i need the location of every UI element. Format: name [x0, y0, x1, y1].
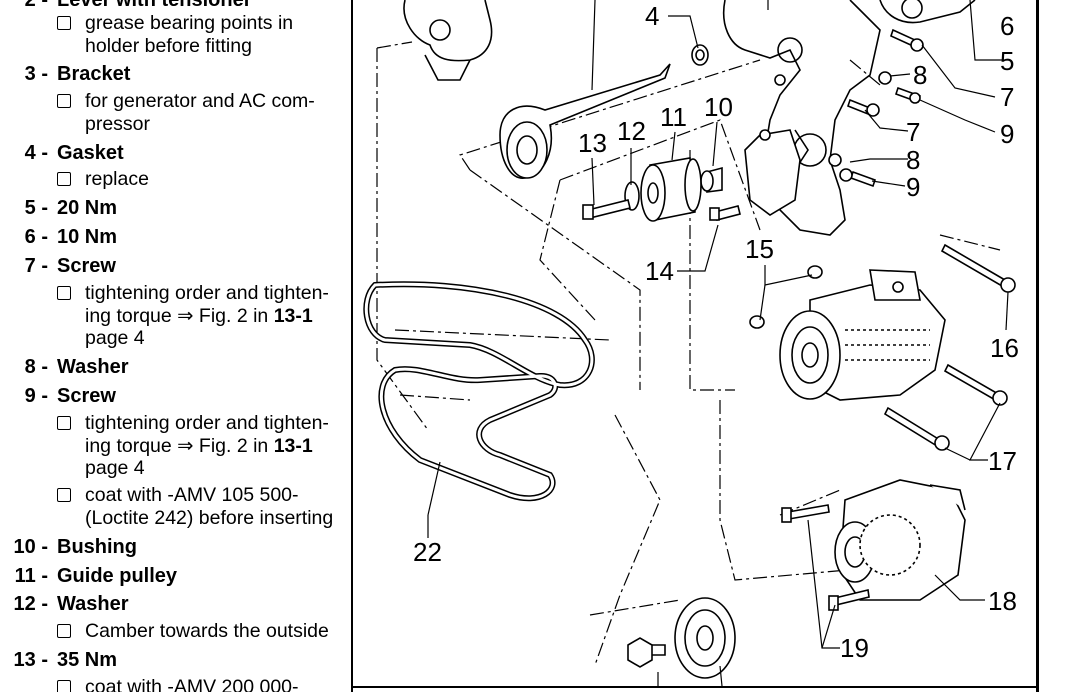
callout-22: 22: [413, 537, 442, 567]
item-title: 10 Nm: [57, 226, 118, 248]
legend-panel: 2 - Lever with tensioner grease bearing …: [0, 0, 350, 692]
checkbox-icon: [57, 172, 71, 186]
callout-17: 17: [988, 446, 1017, 476]
checkbox-icon: [57, 94, 71, 108]
callout-10: 10: [704, 92, 733, 122]
callout-9: 9: [1000, 119, 1014, 149]
checkbox-icon: [57, 416, 71, 430]
callout-7: 7: [906, 117, 920, 147]
callout-4: 4: [645, 1, 659, 31]
pump-housing-top: [403, 0, 976, 236]
ac-compressor: [779, 269, 946, 401]
item-number: 13 -: [13, 649, 48, 671]
callout-18: 18: [988, 586, 1017, 616]
item-title: Screw: [57, 385, 116, 407]
item-number: 7 -: [24, 255, 48, 277]
callout-15: 15: [745, 234, 774, 264]
callout-12: 12: [617, 116, 646, 146]
bracket: [744, 129, 801, 216]
callout-6: 6: [1000, 11, 1014, 41]
item-title: Lever with tensioner: [57, 0, 252, 11]
tensioner-arm: [499, 63, 671, 179]
item-number: 8 -: [24, 356, 48, 378]
item-number: 11 -: [14, 565, 48, 587]
callout-7: 7: [1000, 82, 1014, 112]
column-divider: [351, 0, 353, 692]
callout-8: 8: [906, 145, 920, 175]
drive-belt-inner: [364, 282, 594, 500]
item-number: 10 -: [13, 536, 48, 558]
item-number: 9 -: [24, 385, 48, 407]
callout-5: 5: [1000, 46, 1014, 76]
page-bottom-border: [352, 686, 1038, 688]
item-number: 6 -: [24, 226, 48, 248]
item-title: 35 Nm: [57, 649, 118, 671]
crank-pulley: [627, 597, 736, 679]
callout-16: 16: [990, 333, 1019, 363]
item-title: 20 Nm: [57, 197, 118, 219]
checkbox-icon: [57, 680, 71, 692]
checkbox-icon: [57, 286, 71, 300]
item-title: Bushing: [57, 536, 137, 558]
item-title: Washer: [57, 356, 129, 378]
checkbox-icon: [57, 488, 71, 502]
generator: [781, 479, 966, 611]
callout-8: 8: [913, 60, 927, 90]
page-right-border: [1036, 0, 1039, 692]
item-number: 2 -: [24, 0, 48, 11]
item-title: Screw: [57, 255, 116, 277]
item-number: 3 -: [24, 63, 48, 85]
item-title: Guide pulley: [57, 565, 178, 587]
long-bolts: [883, 243, 1016, 451]
item-title: Gasket: [57, 142, 124, 164]
leader-lines: [427, 0, 1010, 686]
item-title: Bracket: [57, 63, 131, 85]
exploded-diagram: 4 6 5 8 7 7 9 8 9 10 11 12 13 14 15 16 1…: [363, 0, 1019, 686]
small-parts: [582, 28, 924, 329]
callout-numbers: 4 6 5 8 7 7 9 8 9 10 11 12 13 14 15 16 1…: [413, 1, 1019, 663]
callout-13: 13: [578, 128, 607, 158]
callout-9: 9: [906, 172, 920, 202]
callout-19: 19: [840, 633, 869, 663]
item-number: 4 -: [24, 142, 48, 164]
item-title: Washer: [57, 593, 129, 615]
checkbox-icon: [57, 624, 71, 638]
callout-14: 14: [645, 256, 674, 286]
callout-11: 11: [660, 102, 687, 132]
checkbox-icon: [57, 16, 71, 30]
item-number: 12 -: [13, 593, 48, 615]
item-number: 5 -: [24, 197, 48, 219]
